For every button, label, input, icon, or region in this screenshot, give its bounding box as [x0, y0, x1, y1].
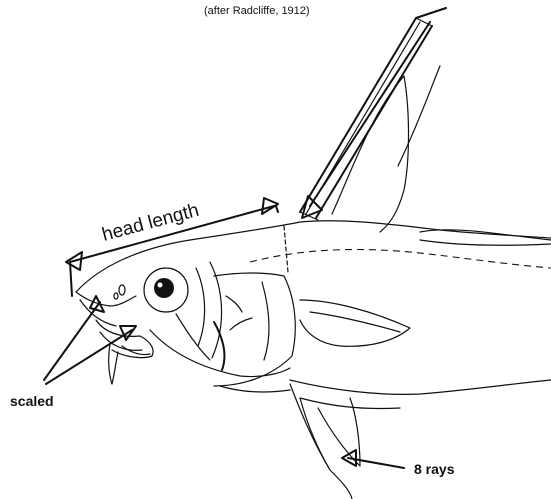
rays-arrow [342, 450, 404, 468]
scaled-arrows [44, 296, 136, 384]
rays-label: 8 rays [414, 461, 455, 477]
caption: (after Radcliffe, 1912) [204, 5, 310, 17]
fish-head [76, 262, 295, 392]
scaled-label: scaled [10, 393, 54, 409]
pectoral-fin [300, 300, 410, 346]
pelvic-fin [290, 384, 360, 499]
dorsal-fin [300, 8, 446, 232]
fish-body [76, 221, 551, 409]
